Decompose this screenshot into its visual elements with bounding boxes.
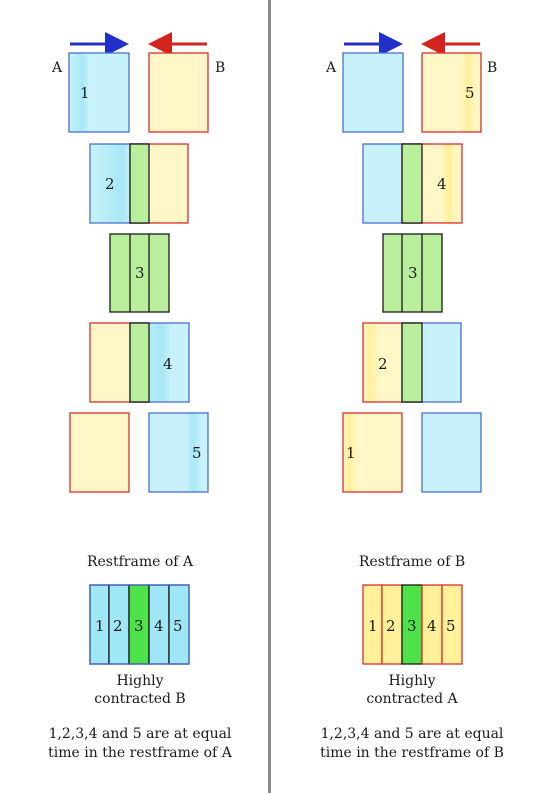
right-equal-time-line1: 1,2,3,4 and 5 are at equal: [320, 726, 504, 742]
left-step1-frame-b: [148, 52, 209, 133]
right-step1-frame-a: [342, 52, 404, 133]
right-strip-2: 2: [386, 617, 396, 635]
left-equal-time-line1: 1,2,3,4 and 5 are at equal: [48, 726, 232, 742]
panel-divider: [268, 0, 271, 793]
left-contracted-caption-line1: Highly: [116, 673, 164, 689]
right-step2-number: 4: [437, 175, 447, 193]
right-label-b: B: [487, 60, 498, 76]
left-strip-5: 5: [173, 617, 183, 635]
right-step5-frame-b: [342, 412, 403, 493]
left-step5-frame-b: [69, 412, 130, 493]
left-step4-overlap: [129, 322, 150, 403]
right-contracted-caption-line1: Highly: [388, 673, 436, 689]
left-contracted-strip: 1 2 3 4 5: [89, 584, 190, 665]
left-step1-frame-a: [68, 52, 130, 133]
right-step4-overlap: [401, 322, 423, 403]
right-strip-5: 5: [446, 617, 456, 635]
right-step1-number: 5: [465, 84, 475, 102]
left-step5-number: 5: [192, 444, 202, 462]
right-step4-number: 2: [378, 355, 388, 373]
left-step3-number: 3: [135, 264, 145, 282]
left-strip-2: 2: [113, 617, 123, 635]
right-step3-overlap: [382, 233, 443, 313]
left-label-a: A: [52, 60, 63, 76]
left-strip-3: 3: [134, 617, 144, 635]
left-contracted-caption-line2: contracted B: [94, 691, 186, 707]
right-panel: 5 4 3 2 1 1 2 3 4 5: [342, 32, 482, 665]
right-contracted-strip: 1 2 3 4 5: [362, 584, 463, 665]
right-strip-1: 1: [368, 617, 378, 635]
right-equal-time-line2: time in the restframe of B: [320, 745, 504, 761]
left-step4-number: 4: [163, 355, 173, 373]
right-rest-title: Restframe of B: [358, 554, 466, 570]
left-step2-number: 2: [105, 175, 115, 193]
left-strip-1: 1: [95, 617, 105, 635]
left-panel: 1 2 3 4 5 1 2 3 4 5: [68, 32, 209, 665]
right-step5-number: 1: [346, 444, 356, 462]
left-strip-4: 4: [154, 617, 164, 635]
right-strip-3: 3: [407, 617, 417, 635]
left-step2-overlap: [129, 143, 150, 224]
right-contracted-caption-line2: contracted A: [366, 691, 458, 707]
right-step3-number: 3: [408, 264, 418, 282]
left-rest-title: Restframe of A: [86, 554, 194, 570]
right-step1-frame-b: [421, 52, 482, 133]
left-step1-number: 1: [80, 84, 90, 102]
right-label-a: A: [326, 60, 337, 76]
left-step5-frame-a: [148, 412, 209, 493]
left-step3-overlap: [109, 233, 170, 313]
left-equal-time-line2: time in the restframe of A: [48, 745, 232, 761]
left-label-b: B: [215, 60, 226, 76]
right-strip-4: 4: [427, 617, 437, 635]
right-step5-frame-a: [421, 412, 482, 493]
right-step2-overlap: [401, 143, 423, 224]
